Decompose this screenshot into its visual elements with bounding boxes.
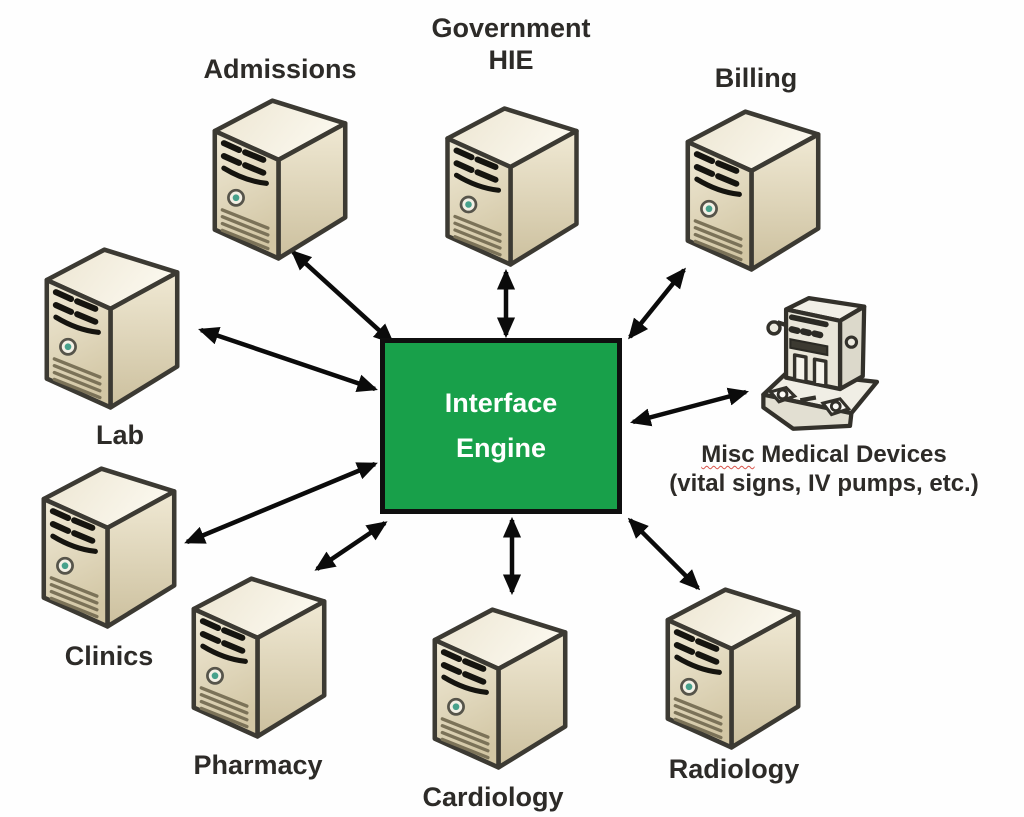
medical-devices-label: Misc Medical Devices(vital signs, IV pum… xyxy=(669,441,978,499)
label-text: Lab xyxy=(95,420,145,450)
pharmacy-server-icon xyxy=(183,562,335,741)
arrow-interface-engine-to-lab xyxy=(198,327,378,392)
label-text: Government xyxy=(431,13,591,43)
government-hie-server-icon xyxy=(437,92,587,269)
label-text: Pharmacy xyxy=(193,750,323,780)
arrow-interface-engine-to-radiology xyxy=(627,517,701,591)
arrow-interface-engine-to-medical-devices xyxy=(629,387,750,427)
radiology-label: Radiology xyxy=(669,753,800,785)
label-text: Clinics xyxy=(64,641,154,671)
admissions-server-icon xyxy=(204,84,356,263)
label-text: HIE xyxy=(488,45,534,76)
lab-label: Lab xyxy=(96,419,144,451)
admissions-label: Admissions xyxy=(203,53,356,85)
arrow-interface-engine-to-pharmacy xyxy=(314,521,388,571)
interface-engine-label-line1: Interface xyxy=(444,388,558,419)
arrow-interface-engine-to-billing xyxy=(628,267,686,340)
clinics-server-icon xyxy=(33,452,185,631)
interface-engine-label-line2: Engine xyxy=(455,433,546,463)
label-text: Billing xyxy=(714,63,798,93)
label-text: (vital signs, IV pumps, etc.) xyxy=(669,469,979,497)
clinics-label: Clinics xyxy=(65,640,154,672)
arrow-interface-engine-to-admissions xyxy=(290,249,395,345)
billing-server-icon xyxy=(677,95,829,274)
label-text: Admissions xyxy=(203,54,357,84)
arrow-interface-engine-to-clinics xyxy=(184,461,378,545)
lab-server-icon xyxy=(36,233,188,412)
interface-engine-box: Interface Engine xyxy=(380,338,622,514)
billing-label: Billing xyxy=(715,62,798,94)
label-text: Radiology xyxy=(668,754,800,784)
cardiology-label: Cardiology xyxy=(422,781,563,813)
label-text: Medical Devices xyxy=(754,441,947,468)
cardiology-server-icon xyxy=(424,593,576,772)
radiology-server-icon xyxy=(657,573,809,752)
pharmacy-label: Pharmacy xyxy=(193,749,322,781)
medical-device-icon xyxy=(752,288,894,436)
label-text: Cardiology xyxy=(422,782,564,812)
misspelled-word: Misc xyxy=(701,441,755,468)
